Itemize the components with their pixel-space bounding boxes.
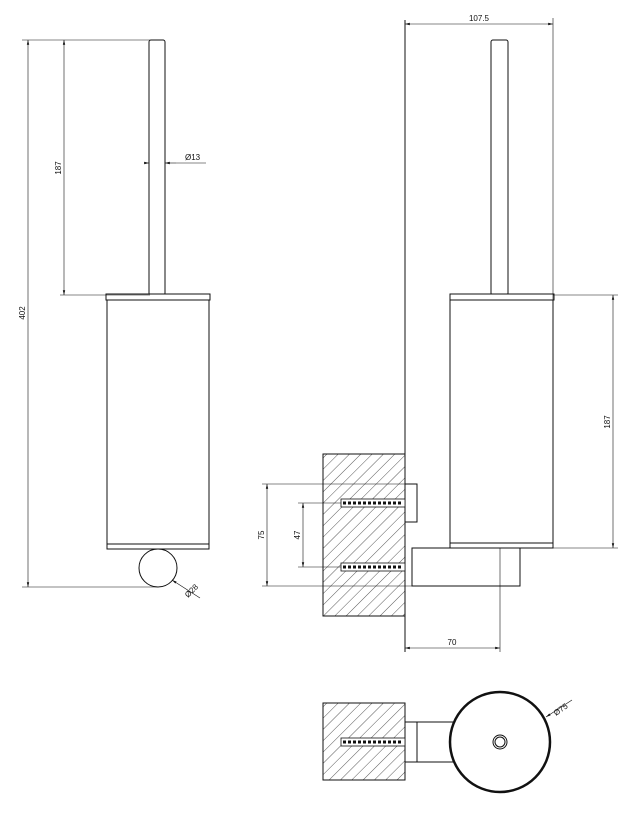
top-view: Ø75: [322, 690, 573, 794]
wall-screw: [340, 562, 406, 572]
front-view: 402 187 Ø13 Ø28: [18, 39, 211, 599]
container-body-side: [449, 299, 554, 549]
support-arm: [411, 547, 521, 587]
brush-handle: [148, 39, 166, 296]
dim-overall-height: 402: [18, 306, 27, 320]
side-view: 107.5 187 75 47 70: [257, 14, 618, 652]
container-body: [106, 299, 210, 549]
dim-handle-diameter: Ø13: [185, 153, 201, 162]
dim-screw-spacing: 47: [293, 530, 302, 539]
wall-screw: [340, 498, 406, 508]
brush-handle-side: [490, 39, 509, 296]
support-arm-top: [416, 721, 454, 763]
base-ring: [106, 543, 210, 550]
dim-bracket-height: 75: [257, 530, 266, 539]
container-top: [448, 690, 552, 794]
wall-screw: [340, 737, 406, 747]
dim-body-diameter: Ø75: [552, 701, 570, 717]
mounting-plate: [404, 483, 418, 523]
handle-top: [492, 734, 508, 750]
dim-wall-to-axis: 70: [448, 638, 457, 647]
ball-foot: [138, 548, 178, 588]
dim-handle-length: 187: [54, 161, 63, 175]
wall-section: [322, 453, 406, 617]
lid-side: [449, 293, 555, 301]
dim-projection: 107.5: [469, 14, 490, 23]
dim-body-height: 187: [603, 415, 612, 429]
